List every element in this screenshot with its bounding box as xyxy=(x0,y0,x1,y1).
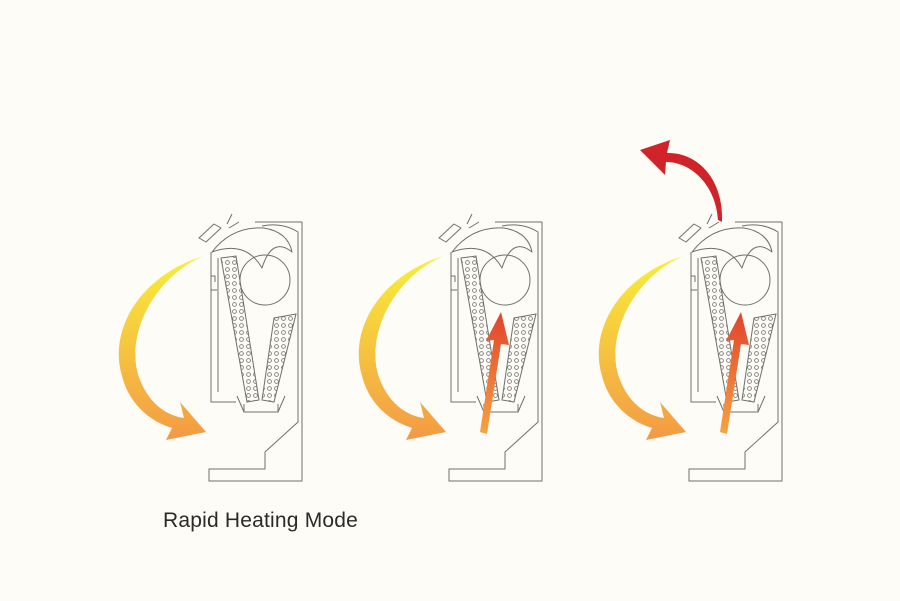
element-tray xyxy=(236,395,286,413)
housing-inner-wall xyxy=(741,224,779,403)
housing-inner-wall xyxy=(261,224,299,403)
housing-outline xyxy=(448,221,543,482)
damper-blades xyxy=(466,213,480,229)
stage-2-panel xyxy=(358,213,543,482)
stage-3-panel xyxy=(598,140,783,482)
louver-flap xyxy=(678,223,702,243)
air-deflector xyxy=(211,227,293,269)
heating-element-right xyxy=(741,313,777,403)
housing-outline xyxy=(688,221,783,482)
damper-blades xyxy=(226,213,240,229)
blower-fan xyxy=(719,254,771,306)
core-airflow-arrow xyxy=(720,312,749,434)
ceiling-airflow-arrow xyxy=(640,140,723,222)
heating-element-left xyxy=(460,255,500,403)
air-deflector xyxy=(451,227,533,269)
heating-element-left xyxy=(220,255,260,403)
casing-wall xyxy=(210,252,236,403)
housing-inner-wall xyxy=(501,224,539,403)
louver-flap xyxy=(198,223,222,243)
blower-fan xyxy=(239,254,291,306)
air-deflector xyxy=(691,227,773,269)
floor-airflow-arrow xyxy=(358,256,446,440)
heating-element-left xyxy=(700,255,740,403)
damper-blades xyxy=(706,213,720,229)
heating-element-right xyxy=(501,313,537,403)
casing-wall xyxy=(450,252,476,403)
blower-fan xyxy=(479,254,531,306)
stage-1-panel xyxy=(118,213,303,482)
housing-outline xyxy=(208,221,303,482)
casing-wall xyxy=(690,252,716,403)
floor-airflow-arrow xyxy=(118,256,206,440)
floor-airflow-arrow xyxy=(598,256,686,440)
heating-element-right xyxy=(261,313,297,403)
louver-flap xyxy=(438,223,462,243)
core-airflow-arrow xyxy=(480,312,509,434)
mode-caption: Rapid Heating Mode xyxy=(163,509,359,532)
